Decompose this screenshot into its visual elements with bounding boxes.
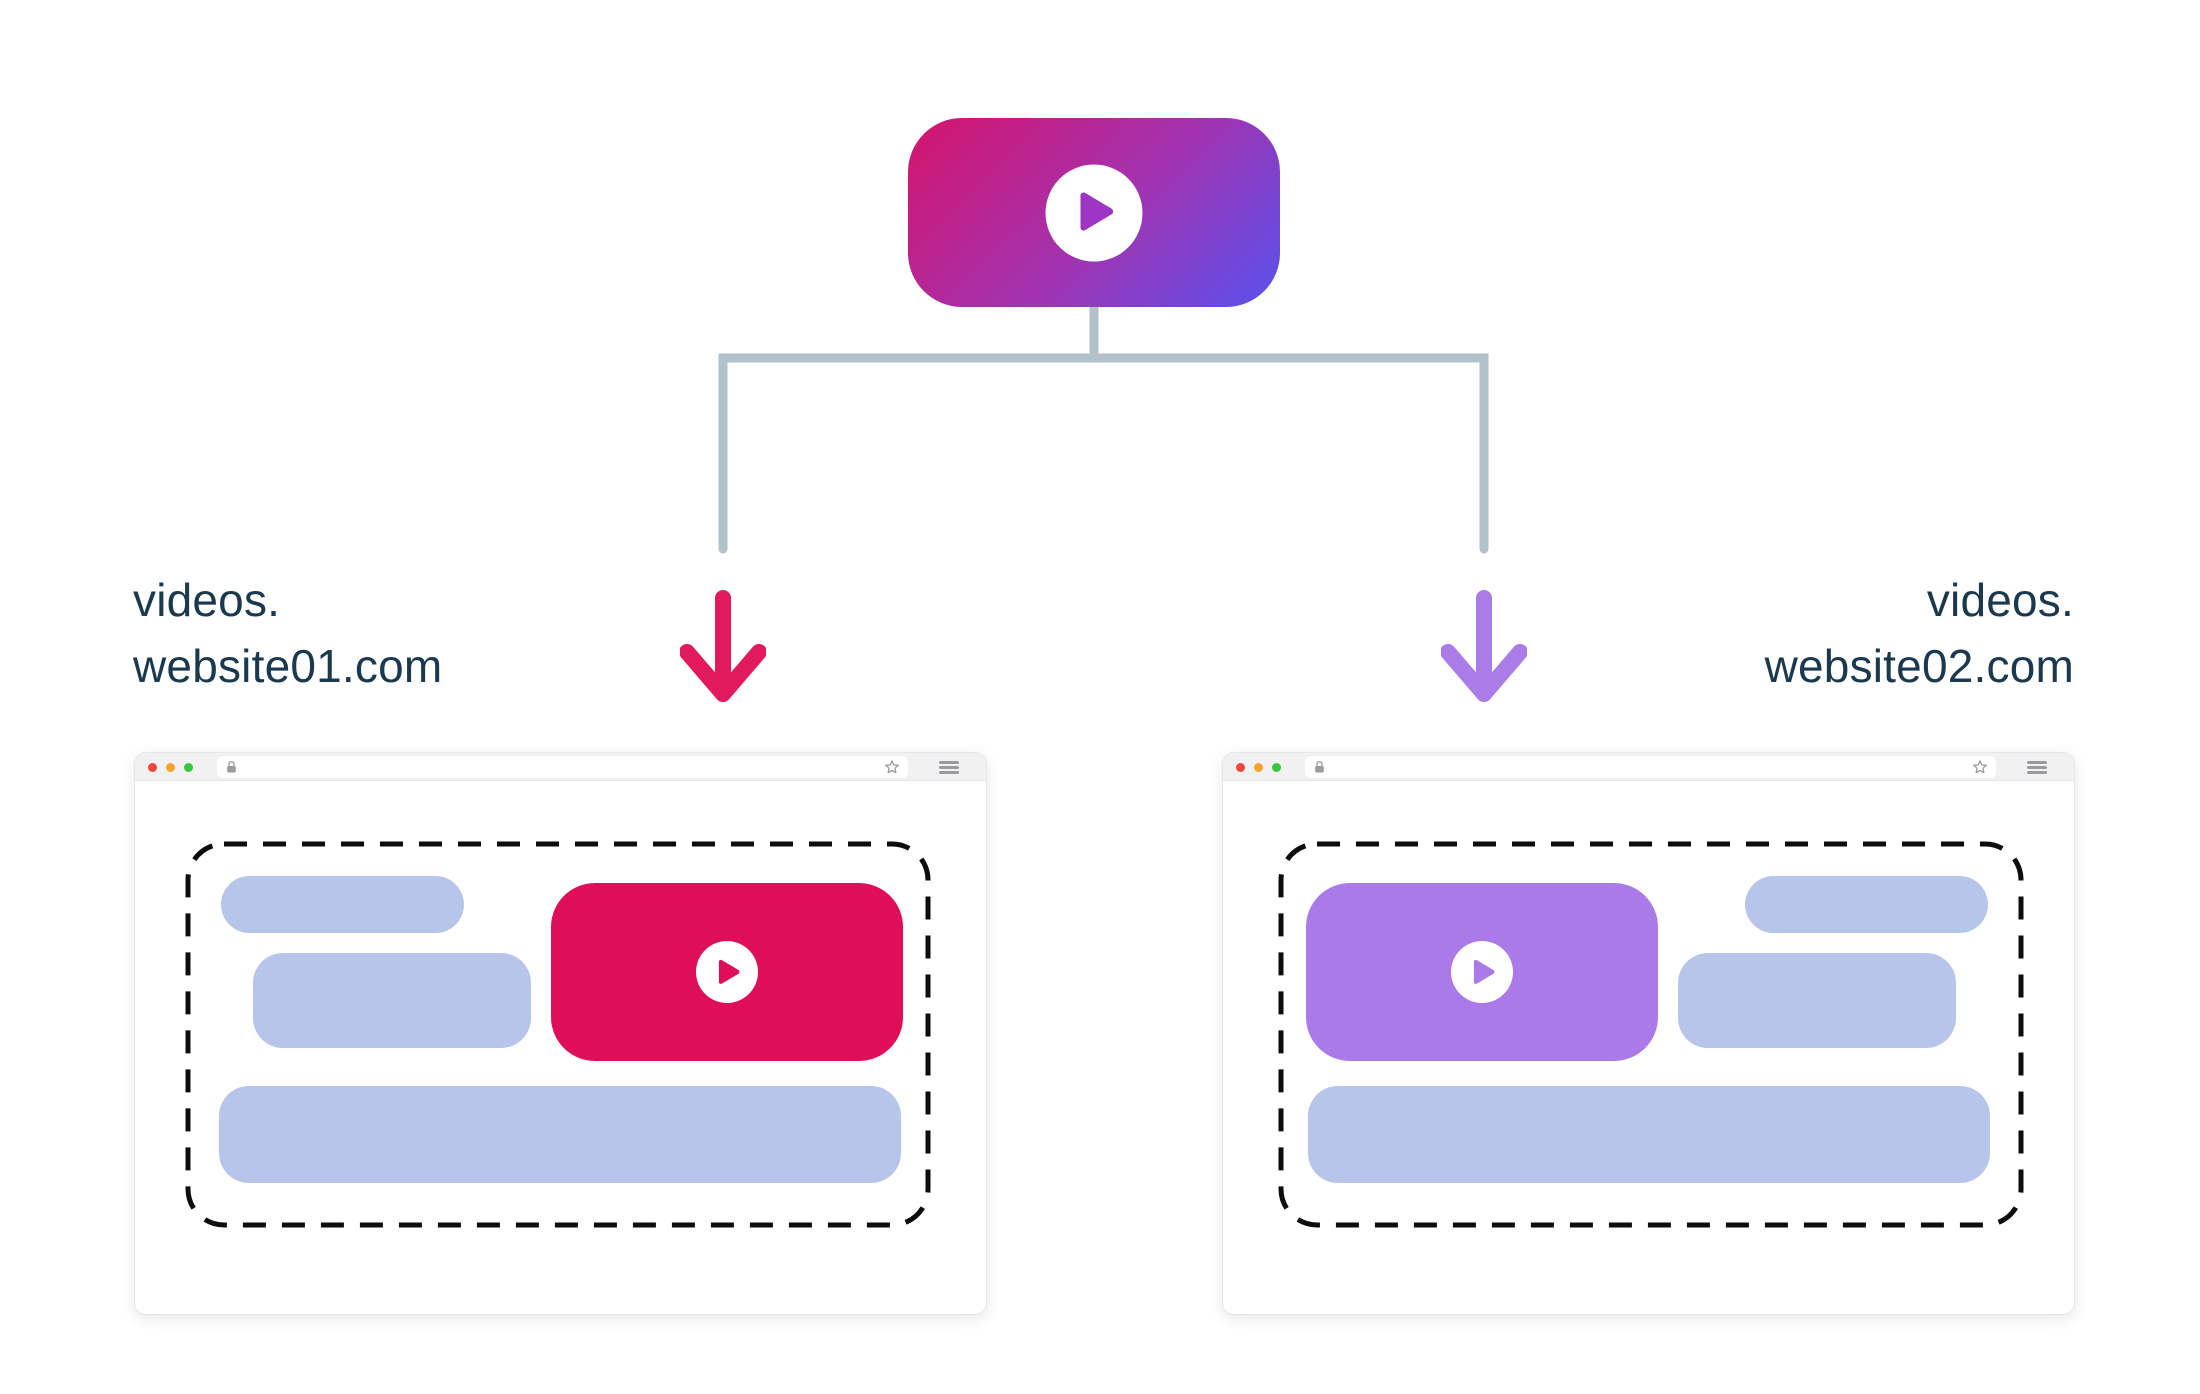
text-placeholder (221, 876, 464, 933)
browser-window-website02 (1222, 752, 2075, 1315)
domain-label-line: videos. (133, 574, 281, 626)
embedded-video-player[interactable] (1306, 883, 1658, 1061)
domain-label-line: website01.com (133, 639, 443, 692)
address-bar[interactable] (217, 756, 908, 778)
address-bar[interactable] (1305, 756, 1996, 778)
traffic-lights (148, 762, 193, 772)
embed-region-outline (185, 841, 931, 1228)
text-placeholder (1678, 953, 1956, 1048)
expand-icon[interactable] (184, 762, 193, 772)
close-icon[interactable] (148, 762, 157, 772)
lock-icon (225, 760, 238, 774)
traffic-lights (1236, 762, 1281, 772)
play-icon[interactable] (696, 941, 758, 1003)
domain-label-line: videos. (1926, 574, 2074, 626)
menu-icon[interactable] (2027, 761, 2047, 774)
text-placeholder (219, 1086, 901, 1183)
close-icon[interactable] (1236, 762, 1245, 772)
lock-icon (1313, 760, 1326, 774)
browser-window-website01 (134, 752, 987, 1315)
star-icon[interactable] (884, 759, 900, 775)
text-placeholder (1308, 1086, 1990, 1183)
play-icon[interactable] (1045, 164, 1143, 261)
minimize-icon[interactable] (1254, 762, 1263, 772)
minimize-icon[interactable] (166, 762, 175, 772)
video-source-node[interactable] (908, 118, 1280, 307)
arrow-down-right (1441, 590, 1527, 715)
domain-label-website02: videos. website02.com (1765, 568, 2074, 700)
embed-region-outline (1278, 841, 2024, 1228)
arrow-down-left (680, 590, 766, 715)
menu-icon[interactable] (939, 761, 959, 774)
browser-titlebar (135, 753, 986, 781)
browser-titlebar (1223, 753, 2074, 781)
play-icon[interactable] (1451, 941, 1513, 1003)
star-icon[interactable] (1972, 759, 1988, 775)
expand-icon[interactable] (1272, 762, 1281, 772)
domain-label-line: website02.com (1764, 639, 2074, 692)
embedded-video-player[interactable] (551, 883, 903, 1061)
text-placeholder (1745, 876, 1988, 933)
domain-label-website01: videos. website01.com (133, 568, 442, 700)
text-placeholder (253, 953, 531, 1048)
